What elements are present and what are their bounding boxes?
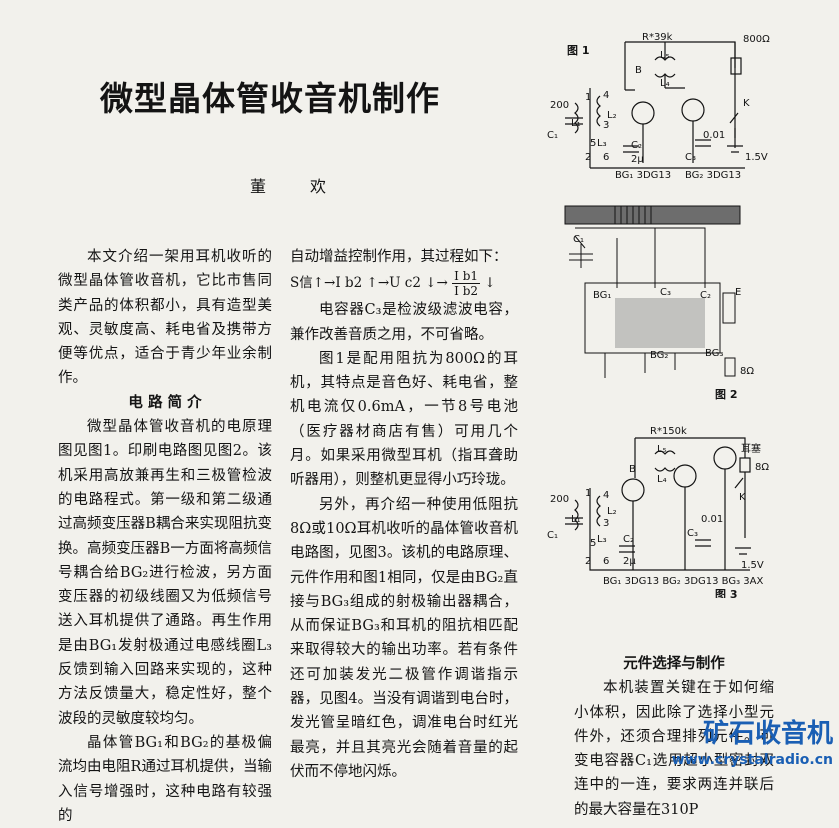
fig1-transformer-b: B	[635, 65, 642, 76]
column-1: 本文介绍一架用耳机收听的微型晶体管收音机，它比市售同类产品的体积都小，具有造型美…	[58, 245, 272, 828]
fig1-c2-value: 2μ	[631, 154, 644, 165]
fig1-pin-5: 5	[590, 138, 596, 149]
fig3-pin-3: 3	[603, 518, 609, 529]
formula-denominator: I b2	[454, 284, 479, 299]
figure-2-pcb: C₁ BG₁ C₃ C₂ E BG₂ BG₃ 8Ω 图 2	[564, 205, 754, 401]
earphone-paragraph: 图1是配用阻抗为800Ω的耳机，其特点是音色好、耗电省，整机电流仅0.6mA，一…	[290, 350, 518, 489]
figure-1-schematic: 图 1 R*39k 800Ω K L₅ L₄ B C₁ 200 L₁ L₂ L₃…	[547, 32, 770, 181]
fig1-earphone-ohm: 800Ω	[743, 34, 770, 45]
fig3-l2: L₂	[607, 506, 617, 517]
fig3-transistors: BG₁ 3DG13 BG₂ 3DG13 BG₃ 3AX	[603, 576, 763, 587]
fig2-ohm: 8Ω	[740, 366, 754, 377]
fig3-pin-2: 2	[585, 556, 591, 567]
fig3-pin-5: 5	[590, 538, 596, 549]
fig1-l3: L₃	[597, 138, 607, 149]
fig1-l2: L₂	[607, 110, 617, 121]
fig1-pin-6: 6	[603, 152, 609, 163]
agc-paragraph: 自动增益控制作用，其过程如下：	[290, 249, 508, 265]
fig1-bg1: BG₁ 3DG13	[615, 170, 671, 181]
fig3-pin-6: 6	[603, 556, 609, 567]
ferrite-rod	[564, 205, 741, 225]
fig1-bg2: BG₂ 3DG13	[685, 170, 741, 181]
fig1-voltage: 1.5V	[745, 152, 768, 163]
fig3-c2: C₂	[623, 534, 634, 545]
fig3-switch-k: K	[739, 492, 746, 503]
formula-fraction: I b1 I b2	[452, 269, 481, 299]
column-2: 自动增益控制作用，其过程如下： S信↑→I b2 ↑→U c2 ↓→ I b1 …	[290, 245, 518, 784]
circuit-paragraph-1: 微型晶体管收音机的电原理图见图1。印刷电路图见图2。该机采用高放兼再生和三极管检…	[58, 419, 272, 727]
article-title: 微型晶体管收音机制作	[100, 79, 440, 118]
fig3-c2-value: 2μ	[623, 556, 636, 567]
figure-2-label: 图 2	[715, 388, 737, 401]
fig3-l5: L₅	[657, 444, 667, 455]
watermark-url: www.crystalradio.cn	[671, 752, 833, 768]
fig3-l3: L₃	[597, 534, 607, 545]
section-heading-components: 元件选择与制作	[623, 655, 725, 672]
fig1-pin-2: 2	[585, 152, 591, 163]
fig3-c3: C₃	[687, 528, 698, 539]
capacitor-paragraph: 电容器C₃是检波级滤波电容，兼作改善音质之用，不可省略。	[290, 302, 518, 343]
fig1-c2: C₂	[631, 140, 642, 151]
fig3-resistor-r: R*150k	[650, 426, 687, 437]
fig2-bg1: BG₁	[593, 290, 611, 301]
pcb-board	[615, 298, 705, 348]
fig1-pin-4: 4	[603, 90, 609, 101]
low-impedance-paragraph: 另外，再介绍一种使用低阻抗8Ω或10Ω耳机收听的晶体管收音机电路图，见图3。该机…	[290, 496, 518, 780]
intro-paragraph: 本文介绍一架用耳机收听的微型晶体管收音机，它比市售同类产品的体积都小，具有造型美…	[58, 249, 272, 387]
fig1-l1: L₁	[571, 118, 581, 129]
fig3-c1: C₁	[547, 530, 558, 541]
fig1-switch-k: K	[743, 98, 750, 109]
fig1-l4: L₄	[660, 78, 670, 89]
fig3-l1: L₁	[571, 514, 581, 525]
fig3-ohm: 8Ω	[755, 462, 769, 473]
fig3-c1-value: 200	[550, 494, 569, 505]
article-author: 董 欢	[250, 177, 341, 196]
fig3-c3-value: 0.01	[701, 514, 723, 525]
formula-left: S信↑→I b2 ↑→U c2 ↓→	[290, 275, 448, 292]
fig1-c1-value: 200	[550, 100, 569, 111]
watermark-name: 矿石收音机	[702, 719, 833, 749]
fig3-l4: L₄	[657, 474, 667, 485]
fig3-voltage: 1.5V	[741, 560, 764, 571]
formula-numerator: I b1	[452, 269, 481, 285]
formula-right: ↓	[484, 275, 496, 292]
fig1-pin-1: 1	[585, 92, 591, 103]
fig1-c1: C₁	[547, 130, 558, 141]
circuit-paragraph-2: 晶体管BG₁和BG₂的基极偏流均由电阻R通过耳机提供，当输入信号增强时，这种电路…	[58, 734, 272, 824]
fig2-c2: C₂	[700, 290, 711, 301]
fig1-pin-3: 3	[603, 120, 609, 131]
fig2-c3: C₃	[660, 287, 671, 298]
figure-3-schematic: R*150k 耳塞 8Ω K L₅ L₄ B C₁ 200 L₁ L₂ L₃ 1…	[547, 426, 769, 598]
fig1-resistor-r: R*39k	[642, 32, 673, 43]
figure-3-label: 图 3	[715, 588, 737, 598]
fig3-pin-4: 4	[603, 490, 609, 501]
figure-1-label: 图 1	[567, 44, 589, 57]
section-heading-circuit: 电 路 简 介	[128, 393, 202, 411]
fig1-l5: L₅	[660, 50, 670, 61]
fig1-c3: C₃	[685, 152, 696, 163]
fig2-e: E	[735, 287, 741, 298]
agc-formula: S信↑→I b2 ↑→U c2 ↓→ I b1 I b2 ↓	[290, 269, 518, 298]
fig3-pin-1: 1	[585, 488, 591, 499]
fig3-earplug: 耳塞	[741, 442, 761, 455]
fig1-c3-value: 0.01	[703, 130, 725, 141]
fig3-transformer-b: B	[629, 464, 636, 475]
fig2-bg3: BG₃	[705, 348, 723, 359]
fig2-bg2: BG₂	[650, 350, 668, 361]
fig2-c1: C₁	[573, 234, 584, 245]
